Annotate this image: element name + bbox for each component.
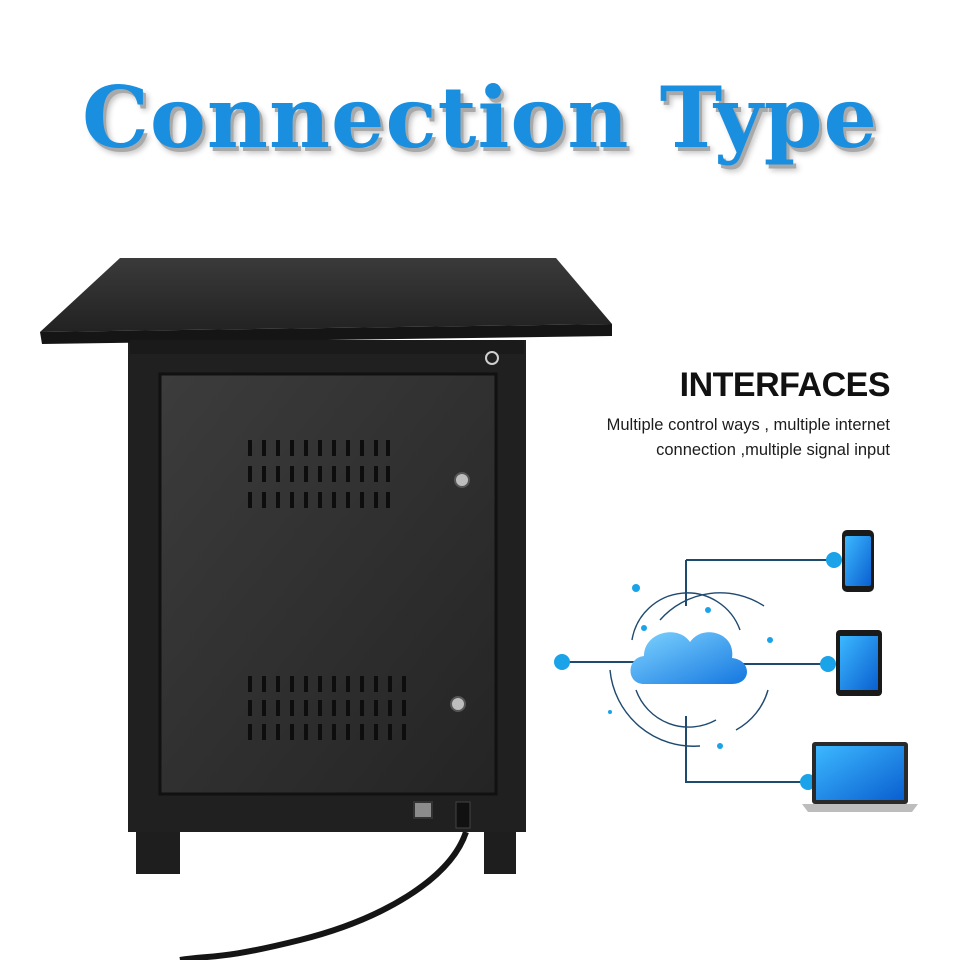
upper-lock [454, 472, 470, 488]
interfaces-heading: INTERFACES [679, 366, 891, 404]
lower-lock [450, 696, 466, 712]
cabinet-door [158, 372, 498, 796]
desk-top [40, 258, 612, 332]
upper-vents [248, 440, 390, 508]
cloud-icon [630, 632, 747, 684]
network-diagram [554, 530, 918, 812]
smartphone-icon [842, 530, 874, 592]
connector-lines [564, 559, 834, 783]
lectern-cabinet [40, 258, 612, 960]
hook [485, 351, 499, 365]
page-title: Connection Type [82, 68, 878, 167]
interfaces-line-1: Multiple control ways , multiple interne… [606, 416, 890, 434]
desk-edge [40, 324, 612, 344]
interfaces-line-2: connection ,multiple signal input [656, 441, 890, 459]
signal-rings [609, 592, 769, 747]
power-cable [179, 830, 469, 960]
laptop-icon [802, 742, 918, 812]
lower-vents [248, 676, 406, 740]
network-port [413, 801, 433, 819]
power-port [455, 801, 471, 829]
tablet-icon [836, 630, 882, 696]
decor-dots [608, 584, 773, 749]
